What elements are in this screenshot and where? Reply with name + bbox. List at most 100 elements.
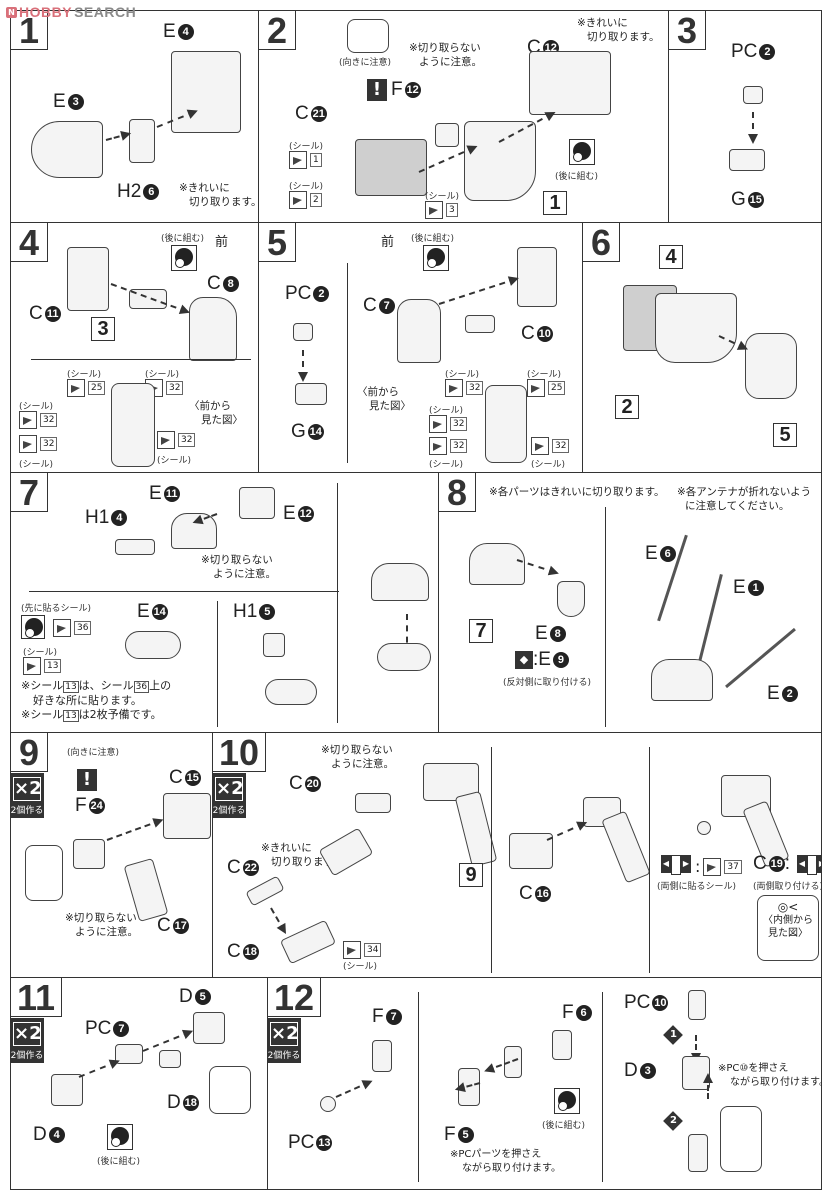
seal-label: (シール): [429, 460, 464, 470]
ref-step-9: 9: [459, 863, 483, 887]
assemble-later-note: (後に組む): [542, 1121, 586, 1131]
front-view-drawing: [485, 385, 527, 463]
inner-seal-note: (両側に貼るシール): [657, 882, 737, 892]
seal-icon: [429, 415, 447, 433]
part-f7-drawing: [372, 1040, 392, 1072]
assembly-arrow: [105, 133, 128, 141]
step-6-panel: 6 4 2 5: [582, 222, 822, 473]
seal-icon: [67, 379, 85, 397]
part-e14-drawing: [125, 631, 181, 659]
assemble-later-icon: [569, 139, 595, 165]
part-c16-drawing: [509, 833, 553, 869]
seal-37: :37: [695, 857, 742, 876]
part-h1-4-drawing: [115, 539, 155, 555]
part-e8-drawing: [557, 581, 585, 617]
mind-direction-note: (向きに注意): [67, 748, 120, 758]
seal-13: 13: [23, 657, 62, 675]
antenna-note: ※各アンテナが折れないように注意してください。: [677, 486, 812, 512]
seal-label: (シール): [145, 370, 180, 380]
part-pc13-drawing: [320, 1096, 336, 1112]
warning-icon: !: [77, 769, 97, 791]
seal-icon: [289, 191, 307, 209]
seal-2: 2: [289, 191, 322, 209]
part-pc-drawing: [465, 315, 495, 333]
seal-label: (シール): [19, 402, 54, 412]
assemble-later-note: (後に組む): [555, 172, 599, 182]
opposite-side-note: (反対側に取り付ける): [503, 678, 592, 688]
cut-clean-note: ※きれいに切り取ります。: [179, 182, 259, 208]
part-c22-drawing: [245, 875, 285, 907]
step-number: 4: [11, 223, 48, 262]
part-g14-drawing: [295, 383, 327, 405]
part-c11-drawing: [67, 247, 109, 311]
seal-25: 25: [67, 379, 106, 397]
divider: [649, 747, 650, 973]
part-h2-drawing: [129, 119, 155, 163]
divider: [605, 507, 606, 727]
order-2-label: 2: [670, 1115, 677, 1126]
seal-32: 32: [429, 437, 468, 455]
part-c7-drawing: [397, 299, 441, 363]
seal-icon: [23, 657, 41, 675]
hobby-search-watermark: N HOBBY SEARCH: [6, 4, 136, 20]
part-d4-drawing: [51, 1074, 83, 1106]
seal-icon: [343, 941, 361, 959]
seal-icon: [53, 619, 71, 637]
order-1-label: 1: [670, 1029, 677, 1040]
inner-view-callout: ◎< 〈内側から見た図〉: [757, 895, 819, 961]
seal-icon: [19, 411, 37, 429]
seal-icon: [445, 379, 463, 397]
seal-label: (シール): [157, 456, 192, 466]
step-number: 6: [583, 223, 620, 262]
assemble-later-icon: [554, 1088, 580, 1114]
seal-position-icon: [21, 615, 45, 639]
dont-cut-note: ※切り取らないように注意。: [321, 744, 394, 770]
assembly-arrow: [707, 1077, 709, 1099]
part-e12-drawing: [239, 487, 275, 519]
step-number: 1: [11, 11, 48, 50]
step-number: 9: [11, 733, 48, 772]
detail-callout: [209, 1066, 251, 1114]
step-number: 12: [268, 978, 322, 1017]
assemble-later-note: (後に組む): [411, 234, 455, 244]
front-label: 前: [215, 234, 229, 249]
cut-clean-note: ※きれいに切り取ります。: [577, 17, 660, 43]
assemble-later-icon: [171, 245, 197, 271]
ref-step-1: 1: [543, 191, 567, 215]
part-pc10-drawing: [688, 990, 706, 1020]
part-g15-drawing: [729, 149, 765, 171]
step-number: 3: [669, 11, 706, 50]
antenna-e1-drawing: [698, 573, 723, 663]
part-h1-5-drawing: [263, 633, 285, 657]
assemble-later-icon: [423, 245, 449, 271]
both-attach-note: (両側取り付ける): [753, 882, 822, 892]
part-pc7-drawing: [115, 1044, 143, 1064]
part-joint-drawing: [688, 1134, 708, 1172]
seal-36: 36: [53, 619, 92, 637]
seal-32: 32: [531, 437, 570, 455]
detail-callout: [720, 1106, 762, 1172]
seal-3: 3: [425, 201, 458, 219]
front-label: 前: [381, 234, 395, 249]
